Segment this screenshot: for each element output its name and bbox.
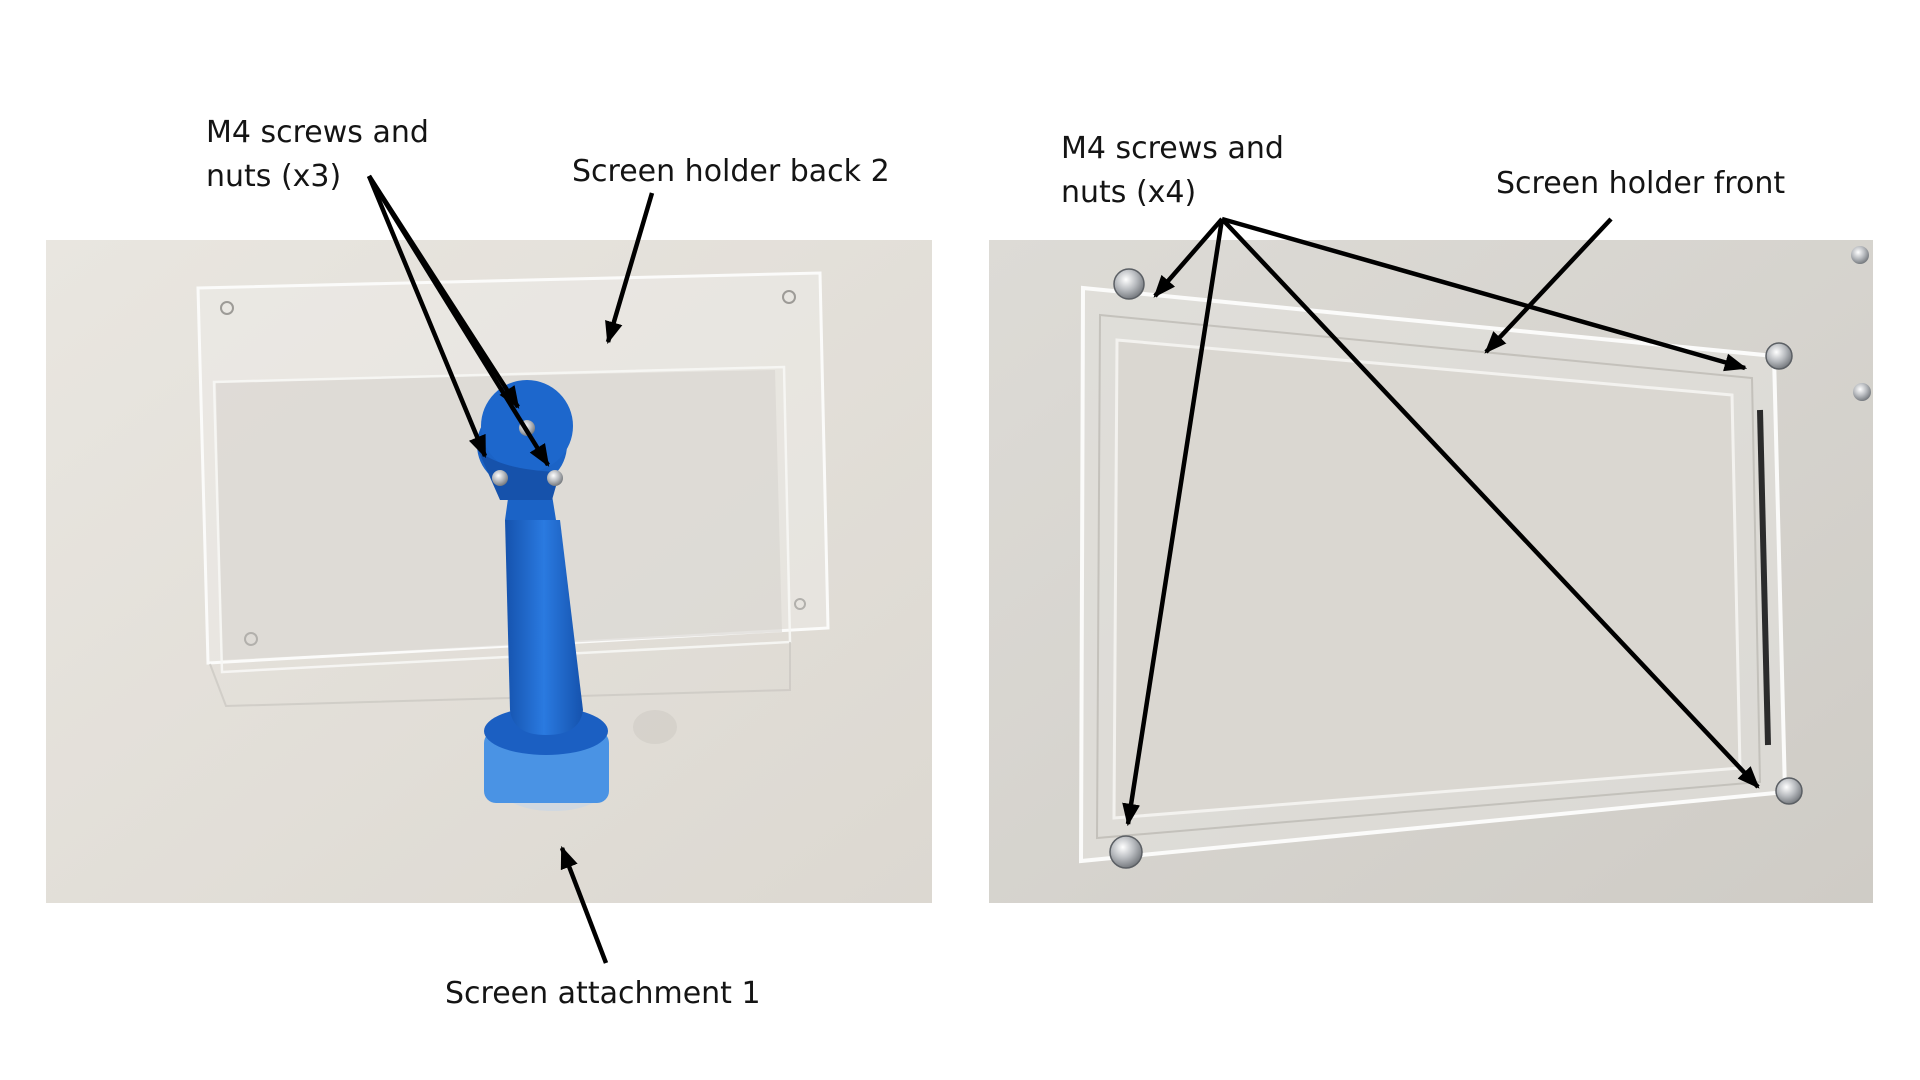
plate-hole xyxy=(782,290,796,304)
front-frame-window xyxy=(1112,338,1742,820)
plate-hole xyxy=(794,598,806,610)
back-plate-shadow xyxy=(216,370,782,660)
label-line: M4 screws and xyxy=(1061,131,1284,166)
frame-edge-dark xyxy=(1757,409,1771,746)
arrow-right-screws-1 xyxy=(1153,217,1224,298)
label-line: nuts (x4) xyxy=(1061,175,1197,210)
arrow-right-screws-3 xyxy=(1220,217,1760,789)
arrow-back-plate xyxy=(605,192,655,345)
arrow-front-frame xyxy=(1484,217,1613,354)
plate-hole xyxy=(220,301,234,315)
arrow-right-screws-2 xyxy=(1221,216,1748,372)
plate-hole xyxy=(244,632,258,646)
label-line: nuts (x3) xyxy=(206,159,342,194)
label-right-screws: M4 screws and nuts (x4) xyxy=(1061,127,1284,215)
arrow-screen-attachment xyxy=(559,845,609,964)
label-screen-holder-back: Screen holder back 2 xyxy=(572,154,890,189)
m4-nut xyxy=(1775,777,1803,805)
m4-screw-head xyxy=(492,470,508,486)
m4-nut xyxy=(1765,342,1793,370)
m4-nut xyxy=(1109,835,1143,869)
right-photo xyxy=(989,240,1873,903)
left-photo xyxy=(46,240,932,903)
m4-nut xyxy=(1113,268,1145,300)
m4-nut xyxy=(1851,246,1869,264)
label-line: M4 screws and xyxy=(206,115,429,150)
label-screen-attachment: Screen attachment 1 xyxy=(445,976,761,1011)
arrow-left-screws-3 xyxy=(367,174,550,467)
m4-screws-and-nuts xyxy=(1109,246,1871,869)
label-screen-holder-front: Screen holder front xyxy=(1496,166,1786,201)
m4-screw-head xyxy=(547,470,563,486)
arrow-left-screws-1 xyxy=(366,175,488,459)
arrow-right-screws-4 xyxy=(1122,218,1225,827)
m4-nut xyxy=(1853,383,1871,401)
label-left-screws: M4 screws and nuts (x3) xyxy=(206,111,429,199)
callout-arrows xyxy=(366,174,1760,964)
